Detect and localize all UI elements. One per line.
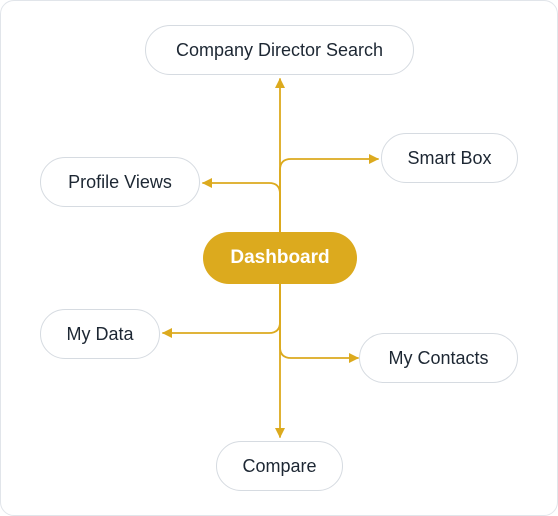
my-contacts-label: My Contacts [388, 347, 489, 368]
compare-label: Compare [242, 455, 317, 476]
compare-node[interactable]: Compare [216, 441, 343, 491]
connector-to-smart-box [279, 154, 379, 233]
dashboard-node[interactable]: Dashboard [203, 232, 357, 284]
my-contacts-node[interactable]: My Contacts [359, 333, 518, 383]
profile-views-label: Profile Views [68, 171, 172, 192]
smart-box-node[interactable]: Smart Box [381, 133, 518, 183]
company-director-search-node[interactable]: Company Director Search [145, 25, 414, 75]
my-data-node[interactable]: My Data [40, 309, 160, 359]
connector-to-my-contacts [279, 283, 359, 363]
connector-to-my-data [162, 283, 281, 338]
company-director-search-label: Company Director Search [175, 39, 384, 60]
profile-views-node[interactable]: Profile Views [40, 157, 200, 207]
dashboard-label: Dashboard [230, 247, 330, 268]
connector-to-profile-views [202, 178, 281, 233]
smart-box-label: Smart Box [407, 147, 492, 168]
my-data-label: My Data [66, 323, 134, 344]
